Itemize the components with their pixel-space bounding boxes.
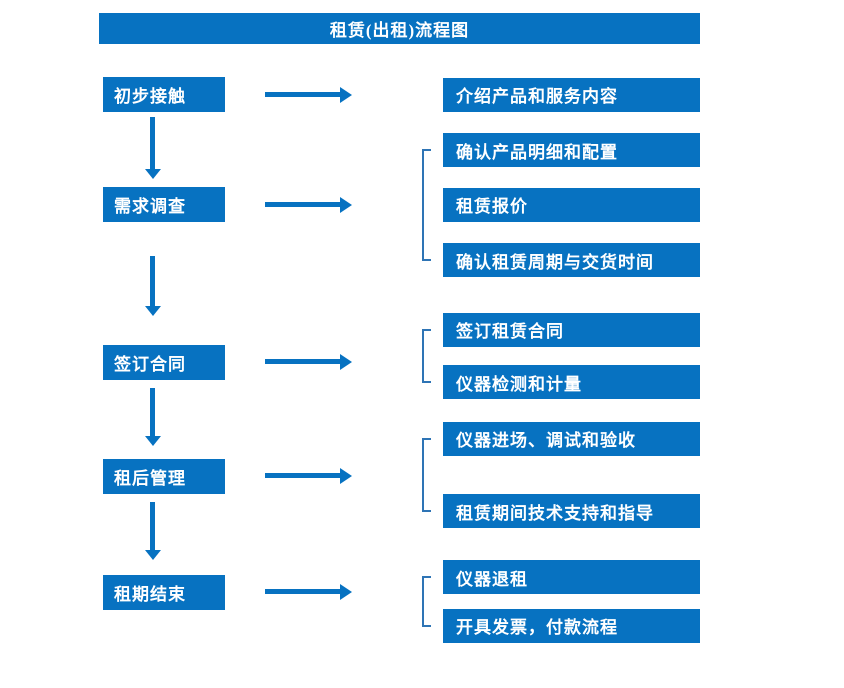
right-arrow-icon [265, 86, 352, 103]
down-arrow-icon [145, 256, 161, 316]
stage-label: 租期结束 [114, 584, 186, 604]
down-arrow-icon [145, 502, 161, 560]
right-arrow-icon [265, 468, 352, 484]
detail-label: 仪器退租 [456, 569, 528, 589]
right-arrow-head [340, 584, 352, 600]
detail-label: 确认租赁周期与交货时间 [456, 252, 654, 272]
down-arrow-stem [150, 256, 155, 307]
stage-box-5: 租期结束 [103, 574, 225, 610]
detail-box-2-1: 确认产品明细和配置 [443, 133, 700, 167]
right-arrow-stem [265, 473, 341, 478]
detail-box-4-2: 租赁期间技术支持和指导 [443, 494, 700, 528]
right-arrow-stem [265, 201, 341, 207]
bracket-connector [422, 328, 431, 383]
down-arrow-head [145, 436, 161, 446]
detail-box-2-3: 确认租赁周期与交货时间 [443, 243, 700, 277]
detail-box-2-2: 租赁报价 [443, 187, 700, 222]
right-arrow-head [340, 468, 352, 484]
right-arrow-head [340, 86, 352, 103]
detail-label: 介绍产品和服务内容 [456, 87, 618, 106]
detail-box-3-2: 仪器检测和计量 [443, 365, 700, 399]
stage-box-4: 租后管理 [103, 458, 225, 494]
stage-label: 租后管理 [114, 468, 186, 488]
down-arrow-stem [150, 117, 155, 170]
detail-box-4-1: 仪器进场、调试和验收 [443, 421, 700, 456]
down-arrow-icon [145, 117, 161, 179]
detail-label: 开具发票，付款流程 [456, 618, 618, 637]
detail-label: 确认产品明细和配置 [456, 142, 618, 162]
down-arrow-stem [150, 502, 155, 551]
right-arrow-icon [265, 354, 352, 370]
detail-label: 租赁报价 [456, 197, 528, 216]
right-arrow-head [340, 354, 352, 370]
bracket-connector [422, 576, 431, 627]
detail-box-5-1: 仪器退租 [443, 560, 700, 594]
down-arrow-icon [145, 388, 161, 446]
right-arrow-head [340, 196, 352, 213]
down-arrow-head [145, 169, 161, 179]
flowchart-title: 租赁(出租)流程图 [329, 21, 470, 40]
stage-label: 初步接触 [114, 87, 186, 106]
detail-label: 仪器进场、调试和验收 [456, 431, 636, 450]
stage-box-3: 签订合同 [103, 344, 225, 380]
stage-label: 签订合同 [114, 354, 186, 374]
right-arrow-stem [265, 91, 341, 97]
stage-label: 需求调查 [114, 197, 186, 216]
down-arrow-head [145, 550, 161, 560]
detail-label: 仪器检测和计量 [456, 374, 582, 394]
stage-box-1: 初步接触 [103, 77, 225, 112]
detail-label: 签订租赁合同 [456, 322, 564, 341]
detail-box-5-2: 开具发票，付款流程 [443, 608, 700, 643]
right-arrow-stem [265, 589, 341, 594]
bracket-connector [422, 437, 431, 512]
detail-box-3-1: 签订租赁合同 [443, 312, 700, 347]
right-arrow-icon [265, 196, 352, 213]
right-arrow-icon [265, 584, 352, 600]
right-arrow-stem [265, 359, 341, 364]
down-arrow-stem [150, 388, 155, 437]
stage-box-2: 需求调查 [103, 187, 225, 222]
detail-box-1-1: 介绍产品和服务内容 [443, 77, 700, 112]
detail-label: 租赁期间技术支持和指导 [456, 503, 654, 523]
down-arrow-head [145, 306, 161, 316]
bracket-connector [422, 149, 431, 261]
flowchart-title-bar: 租赁(出租)流程图 [99, 13, 700, 44]
